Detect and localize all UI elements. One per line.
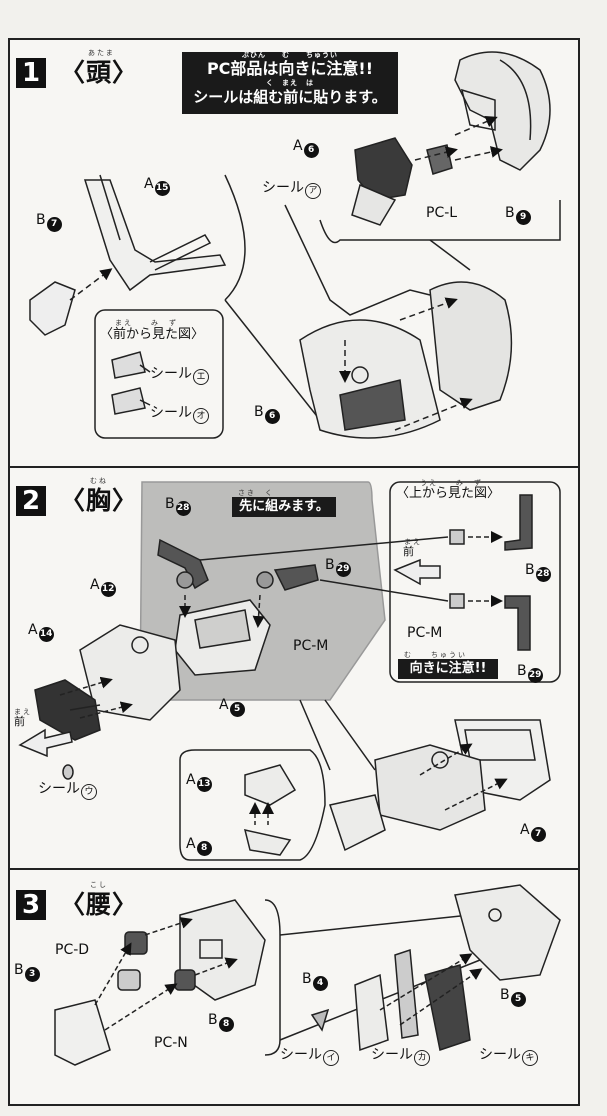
- front-chest-a14: [34, 679, 101, 741]
- v-fin-antenna-a15: [83, 174, 227, 292]
- front-view-box: [94, 309, 224, 439]
- step-3-title-ruby: こし: [90, 881, 108, 889]
- seal-u-shape: [62, 764, 74, 780]
- front-arrow-right: [393, 558, 441, 586]
- caution-line-2: シールは組む前に貼ります。: [193, 88, 387, 106]
- assembled-head: [284, 204, 513, 439]
- head-helmet-part: [454, 51, 551, 171]
- upper-view-box: [389, 481, 561, 683]
- front-label-right: 前: [403, 545, 414, 558]
- armor-a13: [244, 764, 297, 806]
- step-2-title-ruby: むね: [90, 477, 108, 485]
- caution-ruby-2: く まえ は: [266, 79, 314, 87]
- pcn-joint: [174, 969, 196, 991]
- assembled-chest: [329, 744, 486, 852]
- front-arrow-left: [18, 728, 73, 758]
- upper-view-title: 〈上から見た図〉: [396, 486, 501, 501]
- orientation-caution: 向きに注意!!: [398, 659, 498, 679]
- armor-a8: [243, 829, 292, 856]
- step-2-title: 〈胸〉: [60, 486, 139, 515]
- forehead-part-b7: [29, 281, 76, 336]
- assembled-waist: [454, 884, 561, 981]
- label-pc-m-1: PC-M: [293, 638, 329, 654]
- step-1-title-ruby: あたま: [88, 49, 115, 57]
- pre-assemble-note: 先に組みます。: [232, 497, 336, 517]
- front-ruby-left: まえ: [14, 708, 32, 716]
- section-divider-1: [8, 466, 578, 468]
- caution-ruby-1: ぶひん む ちゅうい: [242, 51, 338, 59]
- front-view-title: 〈前から見た図〉: [100, 327, 205, 342]
- step-1-title: 〈頭〉: [60, 58, 139, 87]
- label-pc-l: PC-L: [426, 205, 458, 221]
- step-2-number: 2: [16, 486, 46, 516]
- pre-note-ruby: さき く: [238, 489, 274, 497]
- label-seal-i: シールイ: [280, 1047, 339, 1066]
- front-view-ruby: まえ み ず: [115, 319, 178, 327]
- upper-view-ruby: うえ み ず: [420, 479, 483, 487]
- skirt-b4: [354, 973, 389, 1052]
- seal-i-shape: [310, 1008, 330, 1032]
- label-seal-u: シールウ: [38, 781, 97, 800]
- label-seal-ka: シールカ: [371, 1047, 430, 1066]
- step-1-number: 1: [16, 58, 46, 88]
- waist-center-b3: [54, 999, 111, 1066]
- front-label-left: 前: [14, 715, 25, 728]
- head-face-part-a6: [351, 137, 413, 226]
- label-seal-a: シールア: [262, 180, 321, 199]
- side-armor: [394, 948, 419, 1039]
- section-divider-2: [8, 868, 578, 870]
- pcl-joint: [426, 144, 453, 175]
- label-pc-m-2: PC-M: [407, 625, 443, 641]
- label-pc-d: PC-D: [55, 942, 90, 958]
- step-3-title: 〈腰〉: [60, 890, 139, 919]
- caution-line-1: PC部品は向きに注意!!: [206, 59, 374, 78]
- b29-joint: [256, 564, 319, 591]
- caution-ruby: む ちゅうい: [404, 651, 467, 659]
- step-1-caution-box: ぶひん む ちゅうい PC部品は向きに注意!! く まえ は シールは組む前に貼…: [182, 52, 398, 114]
- label-seal-ki: シールキ: [479, 1047, 538, 1066]
- pcd-socket: [117, 969, 141, 991]
- step-3-number: 3: [16, 890, 46, 920]
- pcd-joint: [124, 931, 148, 955]
- label-seal-o: シールオ: [150, 405, 209, 424]
- label-seal-e: シールエ: [150, 366, 209, 385]
- front-ruby-right: まえ: [404, 538, 422, 546]
- label-pc-n: PC-N: [154, 1035, 188, 1051]
